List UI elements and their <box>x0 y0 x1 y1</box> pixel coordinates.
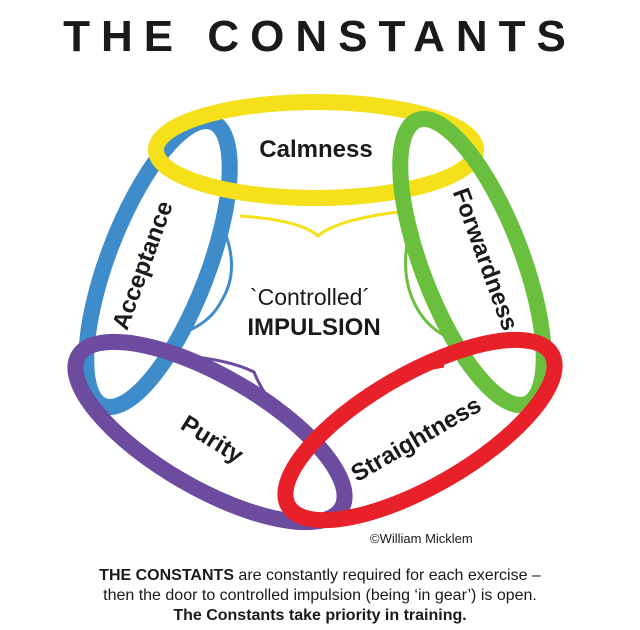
caption-line-1-rest: are constantly required for each exercis… <box>233 567 541 584</box>
purity-ring <box>67 333 353 531</box>
center-connector-lines <box>185 210 451 410</box>
constants-diagram: Calmness Acceptance Forwardness Purity S… <box>67 94 563 546</box>
center-controlled-text: `Controlled´ <box>250 284 370 310</box>
forwardness-ring <box>392 110 552 414</box>
caption-line-1-bold: THE CONSTANTS <box>99 567 234 584</box>
acceptance-ring <box>78 112 238 416</box>
green-connector <box>404 237 451 340</box>
caption: THE CONSTANTS are constantly required fo… <box>0 566 640 626</box>
yellow-connector <box>239 210 399 239</box>
forwardness-label: Forwardness <box>447 185 523 335</box>
calmness-label: Calmness <box>259 136 372 163</box>
copyright-credit: ©William Micklem <box>370 531 473 546</box>
caption-line-2: then the door to controlled impulsion (b… <box>103 587 537 604</box>
caption-line-1: THE CONSTANTS are constantly required fo… <box>0 566 640 586</box>
blue-connector <box>189 229 234 332</box>
caption-line-3: The Constants take priority in training. <box>173 607 467 624</box>
page-title: THE CONSTANTS <box>63 12 577 61</box>
straightness-ring <box>277 331 563 529</box>
purity-label: Purity <box>176 410 249 469</box>
center-impulsion-text: IMPULSION <box>247 314 380 341</box>
